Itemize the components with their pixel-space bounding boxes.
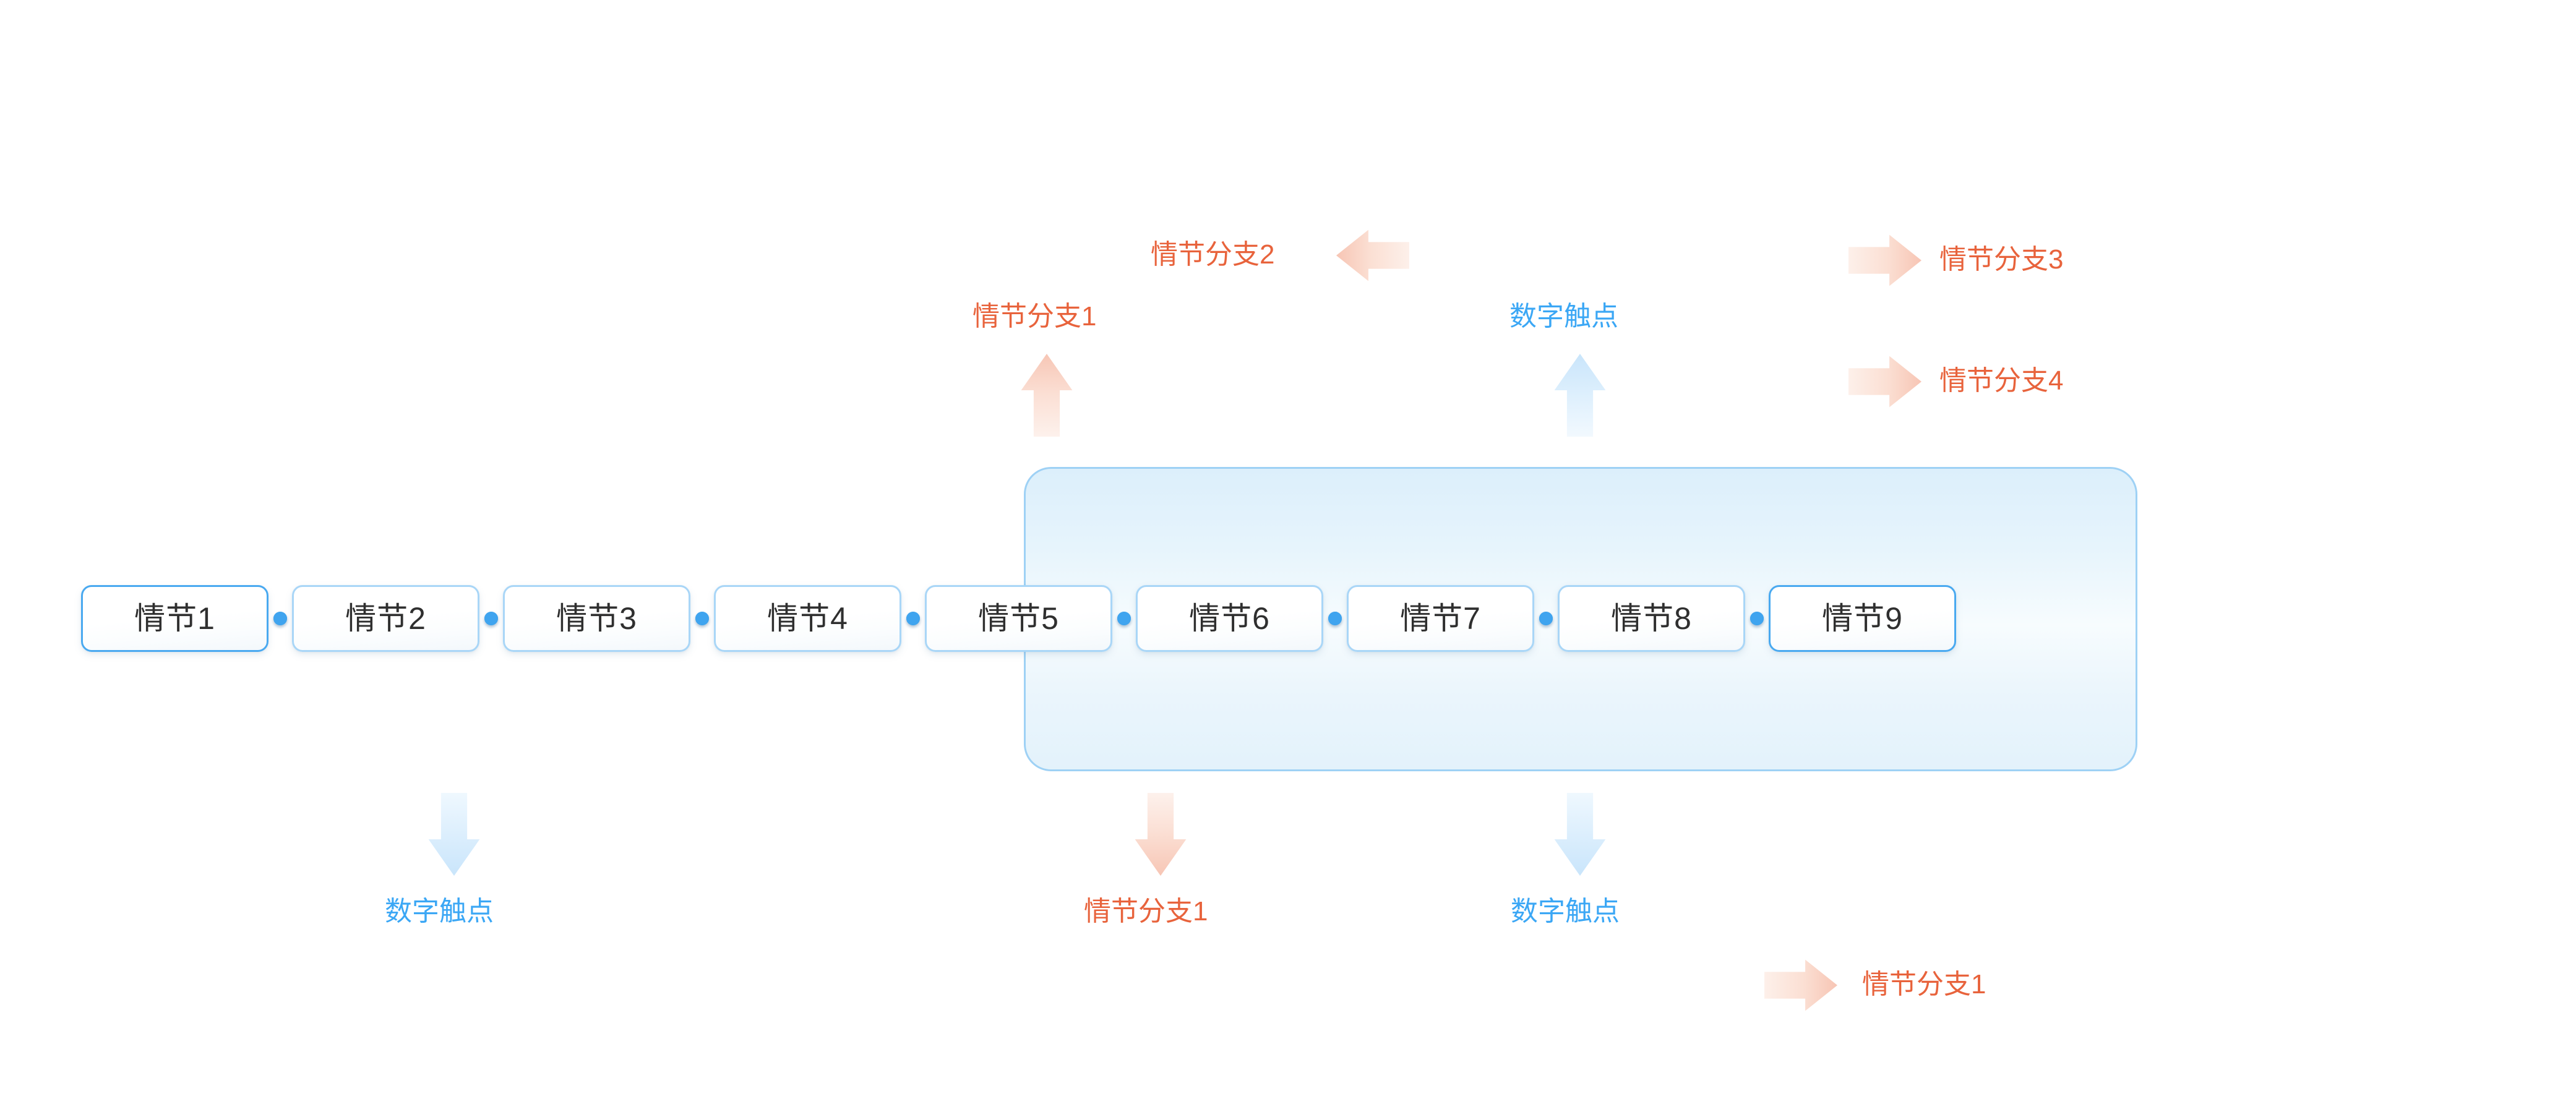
plot-node-label: 情节5 xyxy=(978,601,1059,636)
plot-connector-5-to-6[interactable] xyxy=(1117,609,1131,628)
plot-node-4[interactable]: 情节4 xyxy=(714,585,901,652)
plot-node-9[interactable]: 情节9 xyxy=(1769,585,1956,652)
annotation-arrow-left-plot-branch-2 xyxy=(1336,228,1409,283)
annotation-arrow-up-plot-branch-1 xyxy=(1020,354,1074,437)
annotation-arrow-right-plot-branch-1-bottom-right xyxy=(1764,957,1837,1013)
plot-connector-3-to-4[interactable] xyxy=(695,609,709,628)
annotation-arrow-down-digital-touchpoint-left xyxy=(427,793,481,876)
plot-node-label: 情节6 xyxy=(1189,601,1270,636)
plot-node-label: 情节7 xyxy=(1400,601,1481,636)
plot-node-label: 情节1 xyxy=(134,601,215,636)
annotation-label-digital-touchpoint-left: 数字触点 xyxy=(385,896,494,927)
plot-node-7[interactable]: 情节7 xyxy=(1347,585,1534,652)
annotation-label-plot-branch-1-bottom: 情节分支1 xyxy=(1084,896,1208,927)
annotation-label-digital-touchpoint-top: 数字触点 xyxy=(1509,301,1618,332)
plot-node-5[interactable]: 情节5 xyxy=(925,585,1112,652)
annotation-label-plot-branch-2: 情节分支2 xyxy=(1151,239,1275,270)
annotation-arrow-down-digital-touchpoint-mid xyxy=(1553,793,1607,876)
annotation-label-digital-touchpoint-mid: 数字触点 xyxy=(1511,896,1620,927)
connector-dot-end xyxy=(1750,612,1764,625)
annotation-label-plot-branch-4: 情节分支4 xyxy=(1939,366,2064,396)
connector-dot-end xyxy=(1328,612,1342,625)
plot-node-label: 情节9 xyxy=(1822,601,1903,636)
plot-node-label: 情节4 xyxy=(767,601,848,636)
connector-dot-end xyxy=(695,612,709,625)
plot-connector-1-to-2[interactable] xyxy=(273,609,287,628)
annotation-arrow-right-plot-branch-3 xyxy=(1848,233,1921,288)
annotation-label-plot-branch-3: 情节分支3 xyxy=(1939,244,2064,275)
plot-node-label: 情节8 xyxy=(1611,601,1692,636)
annotation-arrow-right-plot-branch-4 xyxy=(1848,354,1921,409)
plot-connector-6-to-7[interactable] xyxy=(1328,609,1342,628)
plot-node-8[interactable]: 情节8 xyxy=(1558,585,1745,652)
plot-connector-7-to-8[interactable] xyxy=(1539,609,1553,628)
plot-node-label: 情节3 xyxy=(556,601,637,636)
plot-node-6[interactable]: 情节6 xyxy=(1136,585,1323,652)
annotation-arrow-down-plot-branch-1-bottom xyxy=(1133,793,1188,876)
connector-dot-end xyxy=(484,612,498,625)
plot-node-label: 情节2 xyxy=(345,601,426,636)
plot-connector-2-to-3[interactable] xyxy=(484,609,498,628)
plot-connector-4-to-5[interactable] xyxy=(906,609,920,628)
annotation-label-plot-branch-1-bottom-right: 情节分支1 xyxy=(1862,969,1986,999)
plot-node-3[interactable]: 情节3 xyxy=(503,585,690,652)
connector-dot-end xyxy=(273,612,287,625)
annotation-label-plot-branch-1-top: 情节分支1 xyxy=(972,301,1097,332)
annotation-arrow-up-digital-touchpoint xyxy=(1553,354,1607,437)
connector-dot-end xyxy=(1539,612,1553,625)
connector-dot-end xyxy=(1117,612,1131,625)
connector-dot-end xyxy=(906,612,920,625)
plot-node-2[interactable]: 情节2 xyxy=(292,585,479,652)
plot-node-1[interactable]: 情节1 xyxy=(81,585,268,652)
plot-connector-8-to-9[interactable] xyxy=(1750,609,1764,628)
